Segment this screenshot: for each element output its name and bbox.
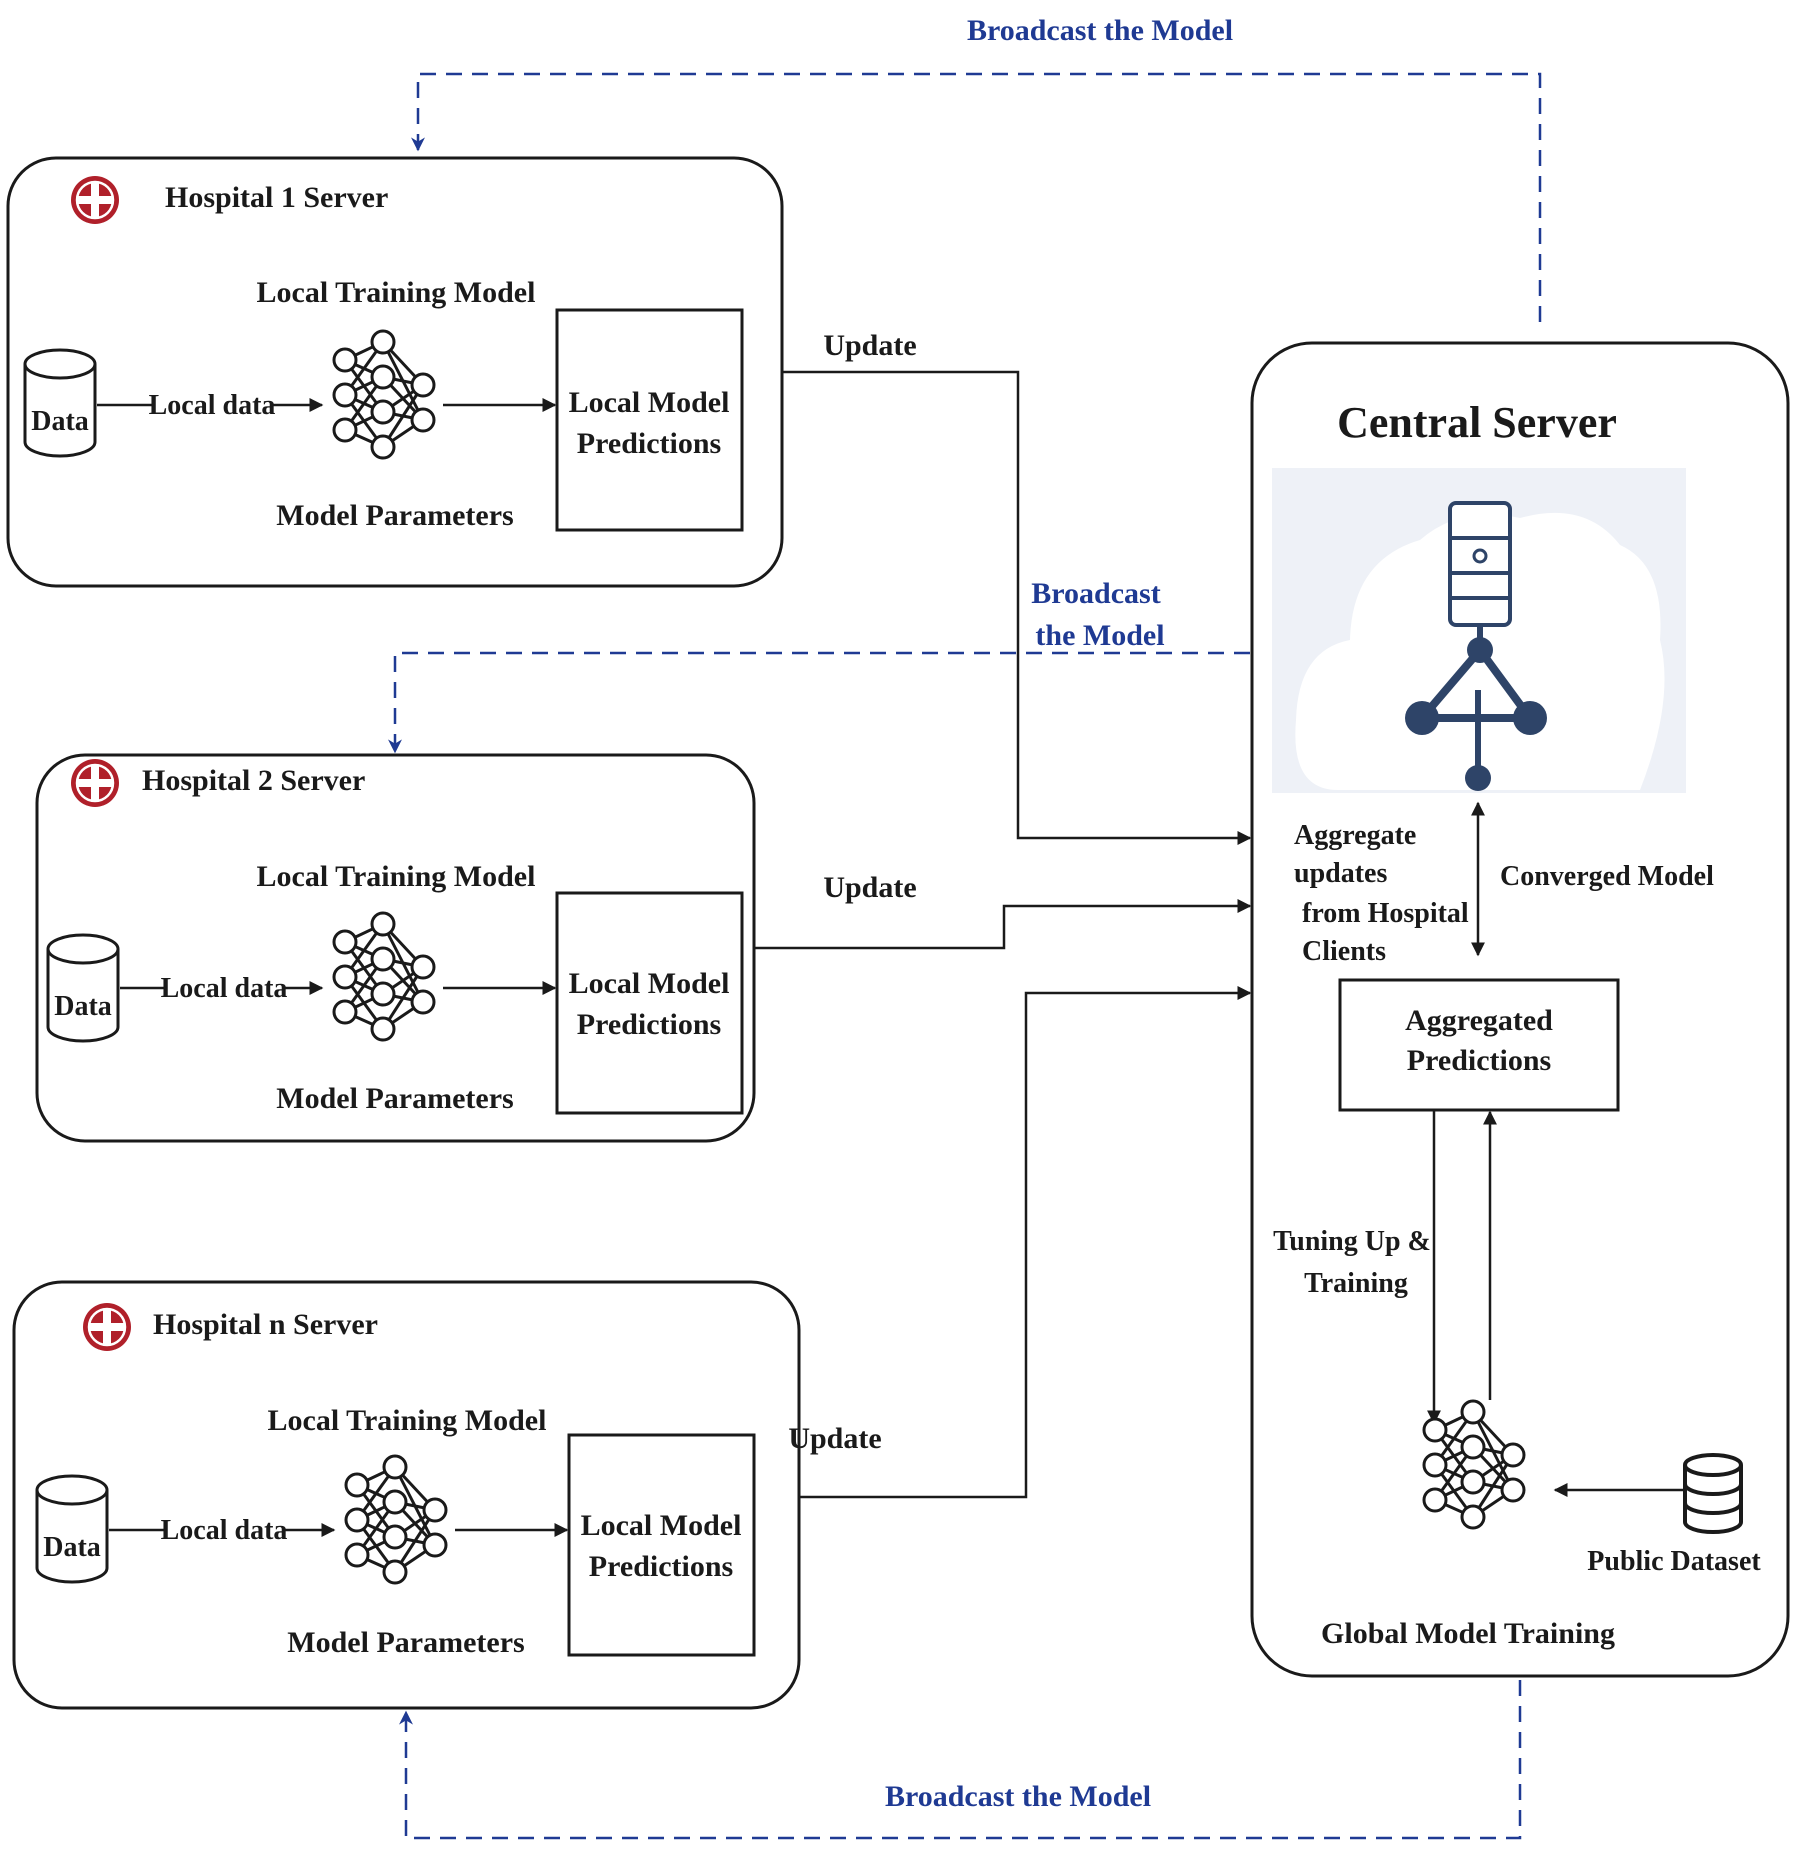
broadcast-links: Broadcast the Model Broadcast the Model … xyxy=(388,14,1542,1840)
hospital-n-server: Hospital n Server Local Training Model D… xyxy=(12,1280,801,1710)
broadcast-link-hospital-2 xyxy=(388,651,1250,754)
aggregated-predictions-line1: Aggregated xyxy=(1405,1004,1553,1037)
tuning-label-line1: Tuning Up & xyxy=(1273,1226,1431,1257)
data-label: Data xyxy=(43,1532,101,1563)
local-predictions-line2: Predictions xyxy=(577,427,721,460)
data-cylinder-icon xyxy=(46,933,120,1043)
broadcast-label-bottom: Broadcast the Model xyxy=(885,1780,1151,1813)
broadcast-label-middle-line2: the Model xyxy=(1035,619,1164,652)
broadcast-label-top: Broadcast the Model xyxy=(967,14,1233,47)
aggregated-predictions-line2: Predictions xyxy=(1407,1044,1551,1077)
neural-network-icon xyxy=(344,1454,448,1585)
hospital-cross-icon xyxy=(69,757,121,809)
local-data-label: Local data xyxy=(149,390,276,421)
neural-network-icon xyxy=(332,911,436,1042)
local-predictions-box xyxy=(555,308,744,532)
broadcast-link-hospital-n xyxy=(399,1680,1522,1840)
data-label: Data xyxy=(54,991,112,1022)
hospital-2-server: Hospital 2 Server Local Training Model D… xyxy=(35,753,756,1143)
hospital-cross-icon xyxy=(69,174,121,226)
hospital-cross-icon xyxy=(81,1301,133,1353)
public-dataset-label: Public Dataset xyxy=(1587,1546,1761,1577)
tuning-label-line2: Training xyxy=(1304,1268,1408,1299)
aggregated-predictions-box xyxy=(1338,978,1620,1112)
local-data-label: Local data xyxy=(161,1515,288,1546)
aggregate-line-4: Clients xyxy=(1302,936,1386,967)
model-parameters-label: Model Parameters xyxy=(276,499,513,532)
local-predictions-line1: Local Model xyxy=(569,386,730,419)
local-data-label: Local data xyxy=(161,973,288,1004)
local-training-label: Local Training Model xyxy=(257,860,536,893)
local-predictions-line1: Local Model xyxy=(581,1509,742,1542)
aggregate-line-1: Aggregate xyxy=(1294,820,1416,851)
update-links xyxy=(754,370,1252,1499)
broadcast-link-hospital-1 xyxy=(411,72,1542,322)
data-label: Data xyxy=(31,406,89,437)
broadcast-label-middle-line1: Broadcast xyxy=(1031,577,1160,610)
local-predictions-box xyxy=(555,891,744,1115)
update-label-hospital-1: Update xyxy=(823,329,916,362)
model-parameters-label: Model Parameters xyxy=(276,1082,513,1115)
data-cylinder-icon xyxy=(35,1474,109,1584)
local-predictions-line2: Predictions xyxy=(589,1550,733,1583)
local-predictions-line2: Predictions xyxy=(577,1008,721,1041)
cloud-server-icon xyxy=(1272,468,1686,793)
neural-network-icon xyxy=(332,329,436,460)
update-label-hospital-2: Update xyxy=(823,871,916,904)
local-predictions-line1: Local Model xyxy=(569,967,730,1000)
data-cylinder-icon xyxy=(23,348,97,458)
hospital-2-title: Hospital 2 Server xyxy=(142,764,365,797)
hospital-2-frame xyxy=(35,753,756,1143)
aggregate-line-3: from Hospital xyxy=(1302,898,1469,929)
local-training-label: Local Training Model xyxy=(257,276,536,309)
central-server: Central Server Aggregate updates from Ho… xyxy=(1250,341,1790,1678)
converged-model-label: Converged Model xyxy=(1500,861,1714,892)
hospital-1-frame xyxy=(6,156,784,588)
global-neural-network-icon xyxy=(1422,1399,1526,1530)
update-link-hospital-1 xyxy=(782,370,1252,845)
update-label-hospital-n: Update xyxy=(788,1422,881,1455)
hospital-n-frame xyxy=(12,1280,801,1710)
central-server-title: Central Server xyxy=(1337,398,1617,447)
database-icon xyxy=(1683,1453,1743,1534)
local-training-label: Local Training Model xyxy=(268,1404,547,1437)
global-model-training-label: Global Model Training xyxy=(1321,1617,1615,1650)
update-link-hospital-2 xyxy=(754,899,1252,950)
hospital-1-title: Hospital 1 Server xyxy=(165,181,388,214)
hospital-n-title: Hospital n Server xyxy=(153,1308,378,1341)
central-server-frame xyxy=(1250,341,1790,1678)
model-parameters-label: Model Parameters xyxy=(287,1626,524,1659)
local-predictions-box xyxy=(567,1433,756,1657)
update-link-hospital-n xyxy=(799,986,1252,1499)
hospital-1-server: Hospital 1 Server Local Training Model D… xyxy=(6,156,784,588)
aggregate-line-2: updates xyxy=(1294,858,1387,889)
